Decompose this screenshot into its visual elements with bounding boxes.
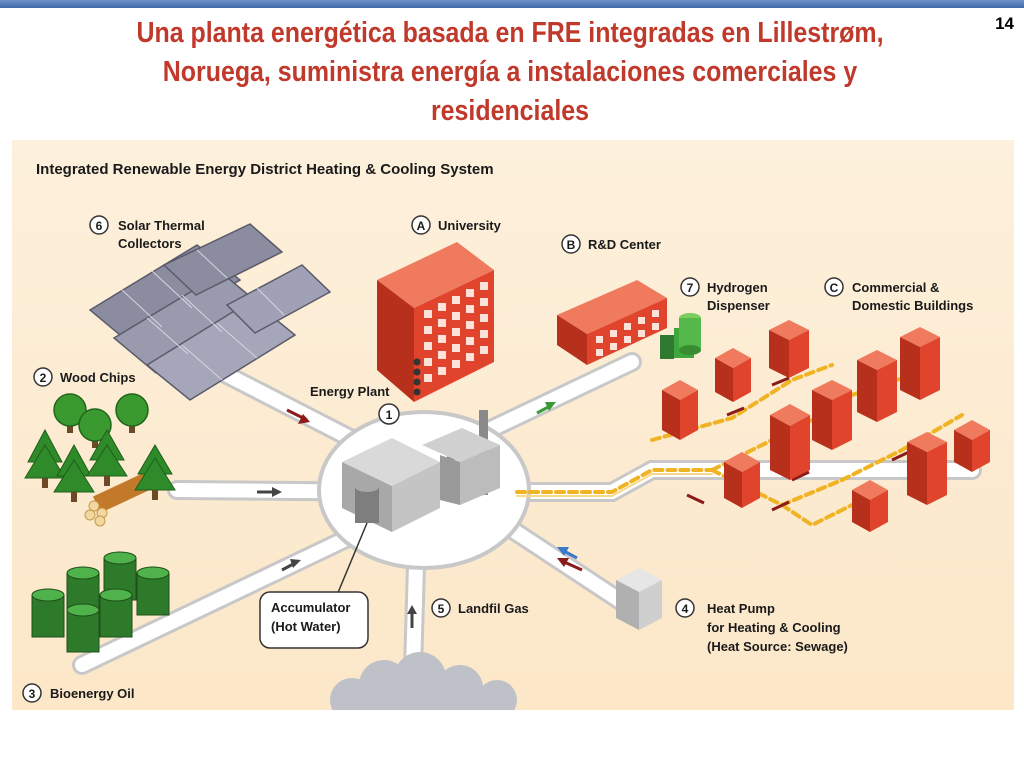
node-c-commercial: C Commercial & Domestic Buildings bbox=[824, 277, 973, 313]
svg-text:Wood Chips: Wood Chips bbox=[60, 370, 136, 385]
svg-text:Dispenser: Dispenser bbox=[707, 298, 770, 313]
svg-text:C: C bbox=[830, 281, 839, 295]
svg-text:6: 6 bbox=[96, 219, 103, 233]
heat-pump-icon bbox=[616, 568, 662, 630]
hydrogen-dispenser-icon bbox=[660, 313, 701, 359]
node-b-rnd-center: B R&D Center bbox=[561, 234, 661, 254]
solar-collectors-icon bbox=[88, 223, 332, 401]
svg-text:(Heat Source: Sewage): (Heat Source: Sewage) bbox=[707, 639, 848, 654]
top-accent-bar bbox=[0, 0, 1024, 8]
accumulator-label-1: Accumulator bbox=[271, 600, 350, 615]
node-4-heat-pump: 4 Heat Pump for Heating & Cooling (Heat … bbox=[675, 598, 848, 654]
accumulator-label-2: (Hot Water) bbox=[271, 619, 341, 634]
node-6-solar: 6 Solar Thermal Collectors bbox=[89, 215, 205, 251]
node-2-wood-chips: 2 Wood Chips bbox=[33, 367, 136, 387]
svg-text:Hydrogen: Hydrogen bbox=[707, 280, 768, 295]
svg-text:Collectors: Collectors bbox=[118, 236, 182, 251]
university-building-icon bbox=[377, 242, 494, 402]
node-7-hydrogen: 7 Hydrogen Dispenser bbox=[680, 277, 770, 313]
svg-text:B: B bbox=[567, 238, 576, 252]
svg-text:Heat Pump: Heat Pump bbox=[707, 601, 775, 616]
svg-text:2: 2 bbox=[40, 371, 47, 385]
energy-plant-icon bbox=[342, 410, 500, 532]
bioenergy-oil-barrels-icon bbox=[31, 551, 170, 653]
svg-text:R&D Center: R&D Center bbox=[588, 237, 661, 252]
svg-text:Domestic Buildings: Domestic Buildings bbox=[852, 298, 973, 313]
accumulator-callout: Accumulator (Hot Water) bbox=[259, 522, 369, 649]
slide-title: Una planta energética basada en FRE inte… bbox=[136, 17, 884, 127]
svg-text:1: 1 bbox=[386, 408, 393, 422]
node-1-energy-plant: Energy Plant 1 bbox=[310, 384, 400, 425]
node-a-university: A University bbox=[411, 215, 502, 235]
energy-system-diagram: Integrated Renewable Energy District Hea… bbox=[22, 161, 990, 710]
diagram-panel: Integrated Renewable Energy District Hea… bbox=[12, 140, 1014, 710]
svg-text:Landfil Gas: Landfil Gas bbox=[458, 601, 529, 616]
svg-text:3: 3 bbox=[29, 687, 36, 701]
diagram-title: Integrated Renewable Energy District Hea… bbox=[36, 161, 494, 178]
page-number: 14 bbox=[995, 14, 1014, 33]
svg-text:5: 5 bbox=[438, 602, 445, 616]
svg-text:A: A bbox=[417, 219, 426, 233]
landfill-gas-cloud-icon bbox=[330, 652, 517, 710]
rnd-center-building-icon bbox=[557, 280, 667, 365]
svg-text:Bioenergy Oil: Bioenergy Oil bbox=[50, 686, 135, 701]
node-3-bioenergy-oil: 3 Bioenergy Oil bbox=[22, 683, 135, 703]
svg-text:4: 4 bbox=[682, 602, 689, 616]
svg-text:Commercial &: Commercial & bbox=[852, 280, 939, 295]
svg-text:Solar Thermal: Solar Thermal bbox=[118, 218, 205, 233]
svg-text:for Heating & Cooling: for Heating & Cooling bbox=[707, 620, 841, 635]
svg-text:Energy Plant: Energy Plant bbox=[310, 384, 390, 399]
flow-arrows bbox=[257, 376, 910, 628]
wood-chips-icon bbox=[24, 393, 176, 527]
svg-text:University: University bbox=[438, 218, 502, 233]
node-5-landfill-gas: 5 Landfil Gas bbox=[431, 598, 529, 618]
commercial-buildings-cluster bbox=[662, 320, 990, 532]
svg-text:7: 7 bbox=[687, 281, 694, 295]
